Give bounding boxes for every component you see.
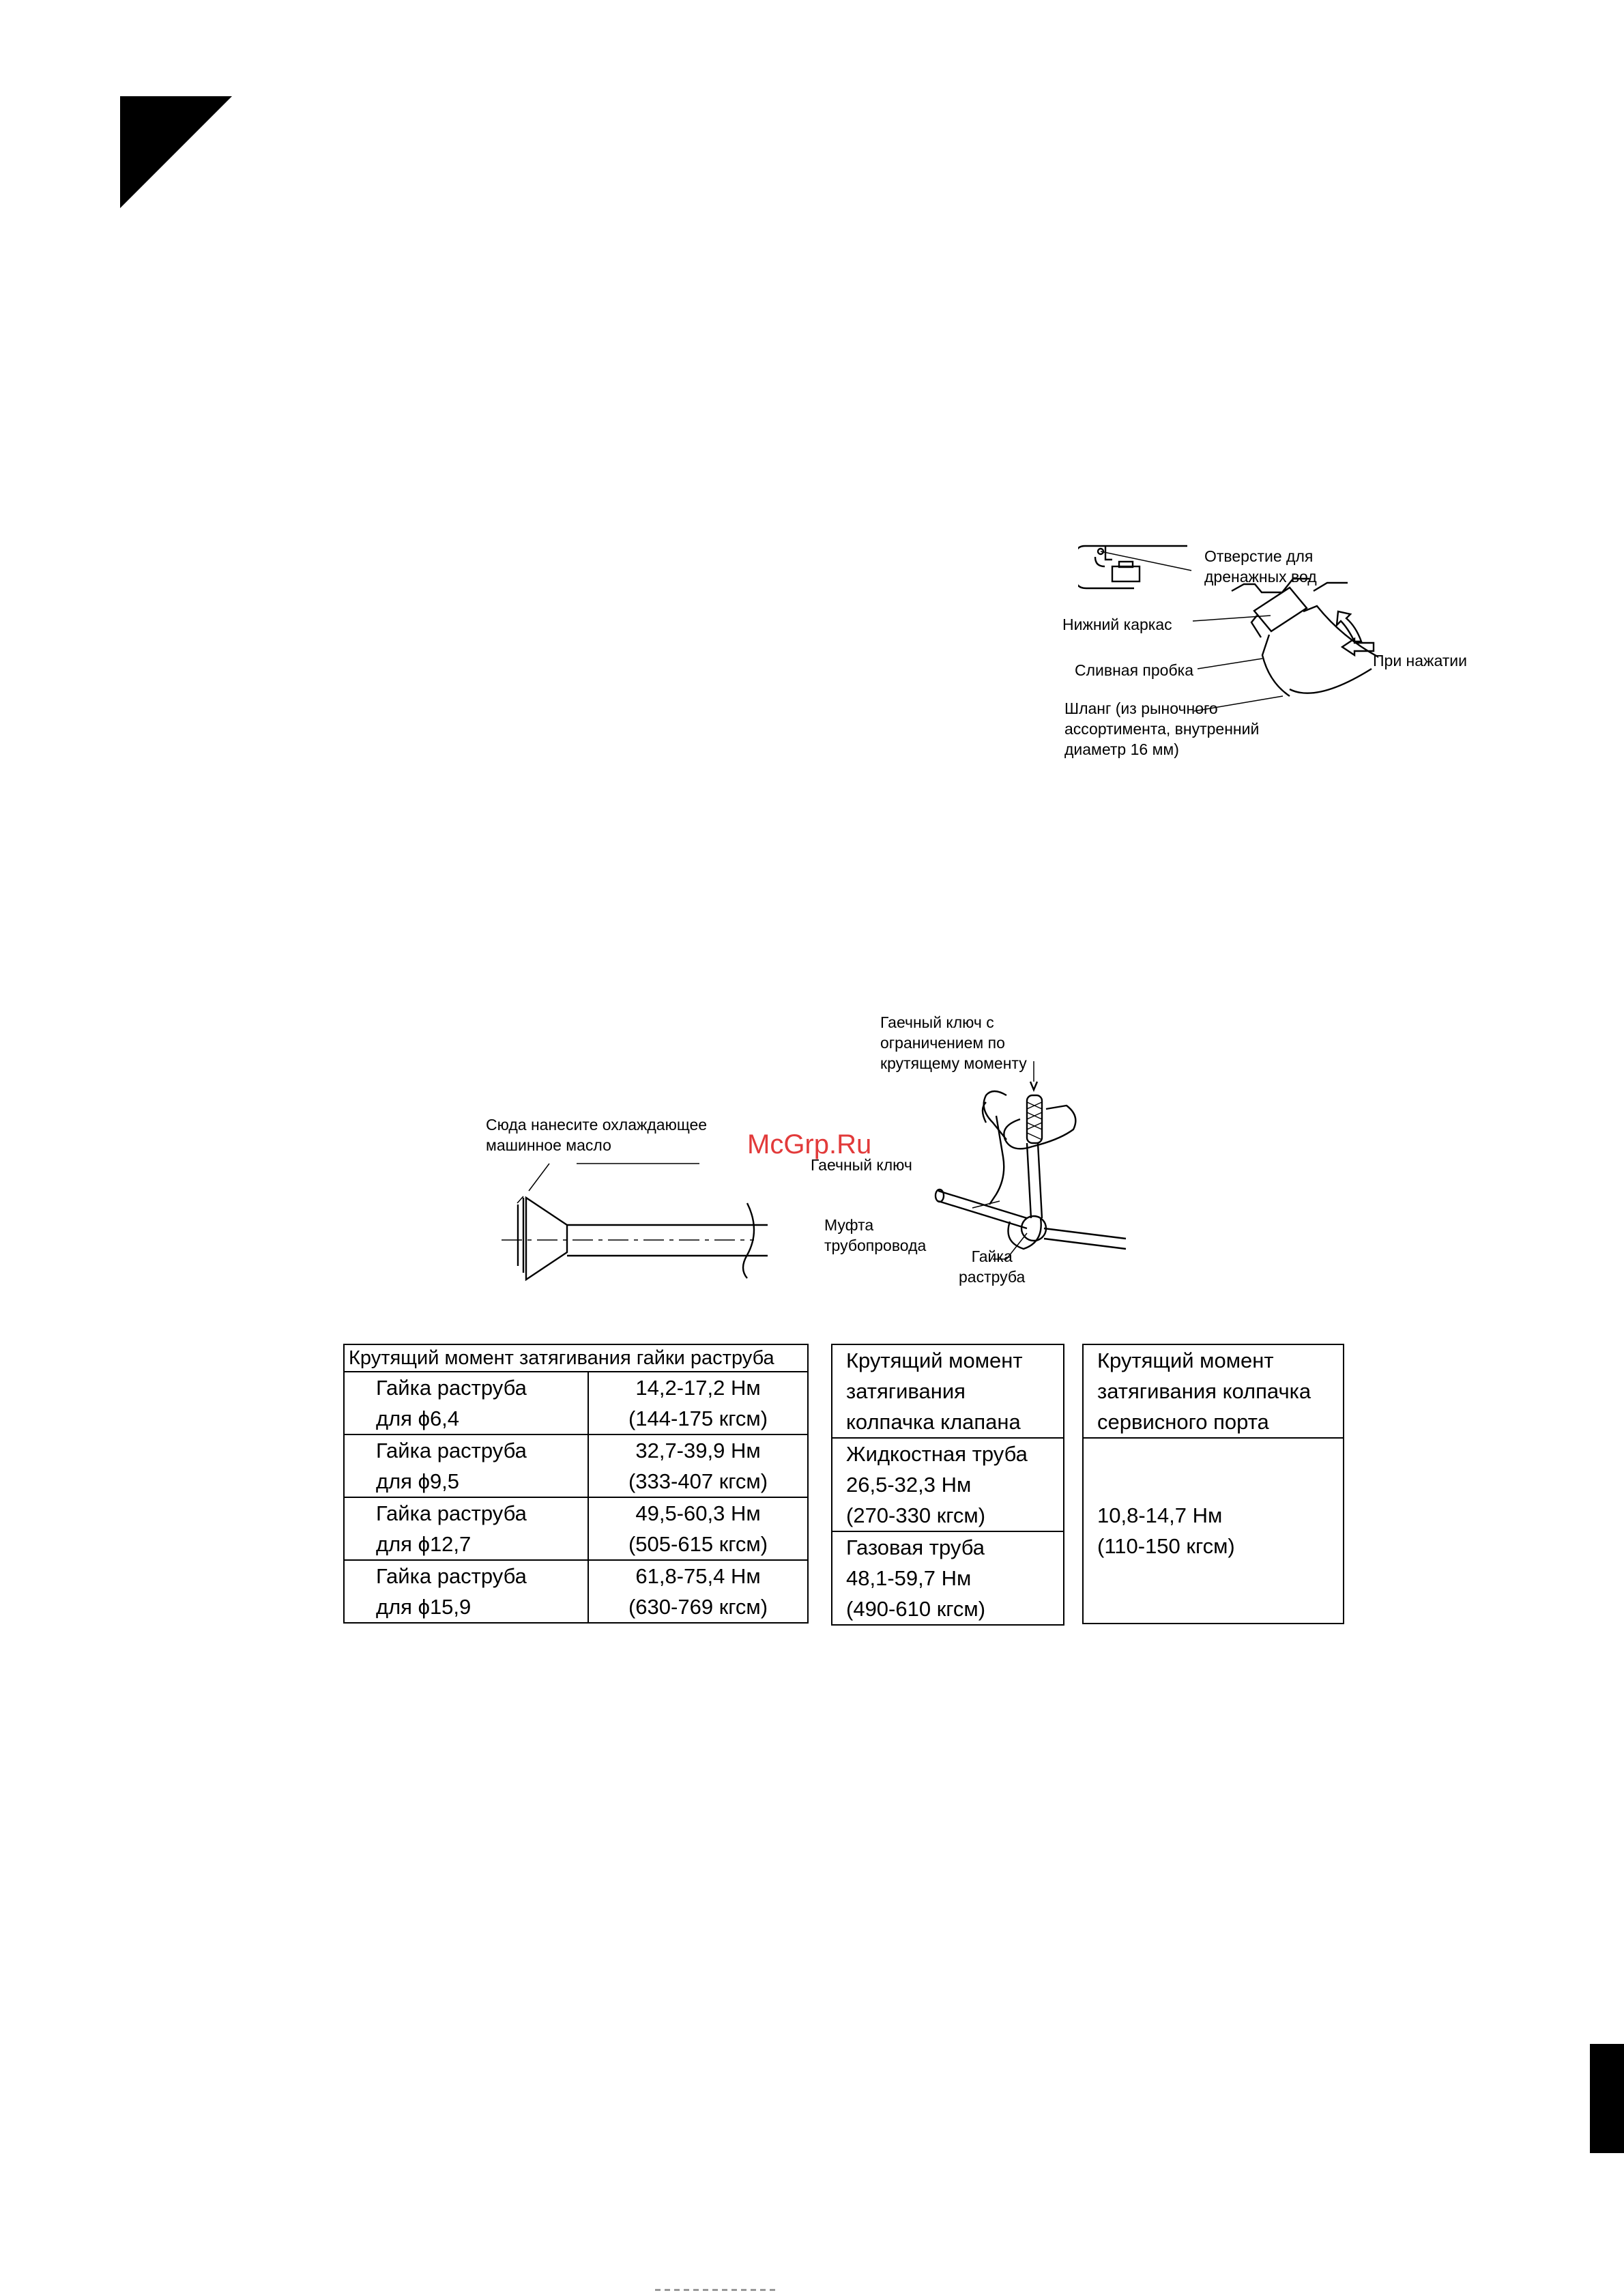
table-row: 10,8-14,7 Нм(110-150 кгсм) <box>1082 1437 1344 1624</box>
press-label: При нажатии <box>1373 652 1467 669</box>
drain-plug-label: Сливная пробка <box>1075 661 1194 679</box>
drain-plug-figure <box>1078 545 1378 712</box>
flare-oil-figure <box>502 1163 768 1282</box>
corner-triangle-mark <box>120 96 232 208</box>
wrench-label: Гаечный ключ <box>811 1156 912 1174</box>
wrench-figure <box>934 1061 1127 1260</box>
watermark: McGrp.Ru <box>747 1129 872 1159</box>
table-header: Крутящий момент затягивания гайки растру… <box>343 1344 809 1372</box>
flare-nut-torque-table: Крутящий момент затягивания гайки растру… <box>343 1344 809 1624</box>
side-tab-marker <box>1590 2044 1624 2153</box>
bottom-edge-mark <box>655 2289 778 2291</box>
lower-frame-label: Нижний каркас <box>1062 616 1172 633</box>
